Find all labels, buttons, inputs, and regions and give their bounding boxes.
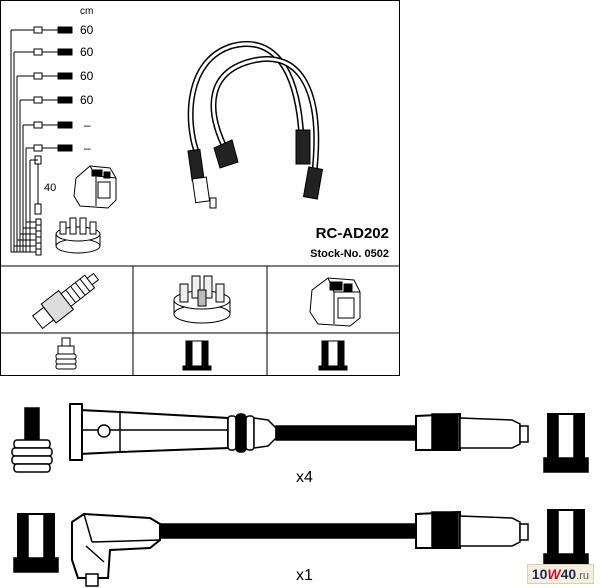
length-3: 60 <box>80 69 94 83</box>
plug-terminal-icon <box>55 337 77 370</box>
watermark-part-1: 10 <box>531 566 548 582</box>
length-2: 60 <box>80 45 94 59</box>
coil-cable-count: x1 <box>296 567 313 584</box>
length-4: 60 <box>80 93 94 107</box>
length-list <box>10 26 73 256</box>
watermark-logo: 10W40.ru <box>526 564 594 584</box>
header-cable-drawing <box>187 41 324 209</box>
length-6: – <box>84 141 91 155</box>
watermark-part-4: .ru <box>576 570 589 582</box>
distributor-cap-icon <box>173 275 231 324</box>
coil-terminal-icon <box>318 340 348 371</box>
model-number: RC-AD202 <box>316 225 389 242</box>
unit-label: cm <box>80 6 93 17</box>
top-frame <box>0 0 400 376</box>
plug-cable-drawing <box>11 403 589 473</box>
watermark-part-2: W <box>547 566 561 582</box>
coil-length: 40 <box>44 182 56 194</box>
cap-terminal-icon <box>182 340 212 371</box>
watermark-part-3: 40 <box>560 566 577 582</box>
ignition-coil-icon <box>309 277 361 327</box>
length-5: – <box>84 118 91 132</box>
header-cap-icon <box>55 217 101 254</box>
length-1: 60 <box>80 23 94 37</box>
stock-number: Stock-No. 0502 <box>310 248 389 260</box>
plug-cable-count: x4 <box>296 469 313 486</box>
spark-plug-icon <box>32 272 100 330</box>
header-coil-icon <box>73 165 117 209</box>
